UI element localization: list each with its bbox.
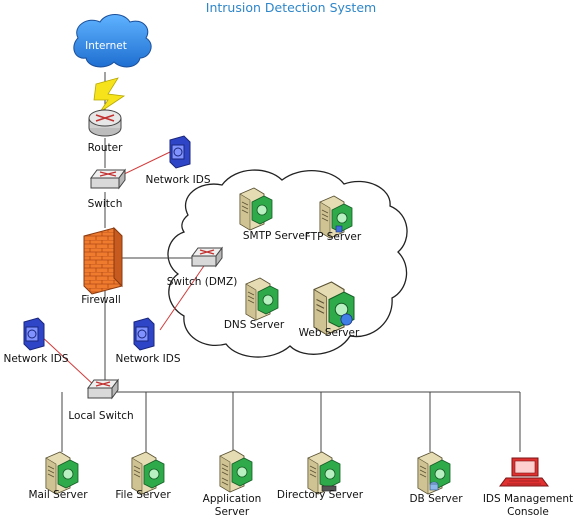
network-ids-dmz-icon bbox=[133, 317, 155, 351]
firewall-icon bbox=[83, 226, 123, 295]
file-server-label: File Server bbox=[115, 489, 171, 501]
directory-server-icon bbox=[307, 451, 341, 495]
router-label: Router bbox=[88, 142, 123, 154]
network-ids-left-label: Network IDS bbox=[3, 353, 68, 365]
dmz-switch-icon bbox=[191, 246, 223, 268]
lightning-icon bbox=[93, 77, 126, 113]
dns-server-label: DNS Server bbox=[224, 319, 285, 331]
file-server-icon bbox=[131, 451, 165, 495]
internet-cloud: Internet bbox=[73, 14, 152, 68]
db-server-label: DB Server bbox=[409, 493, 463, 505]
web-server-icon bbox=[313, 281, 355, 336]
network-ids-icon bbox=[169, 135, 191, 169]
network-ids-left-icon bbox=[23, 317, 45, 351]
network-ids-dmz-label: Network IDS bbox=[115, 353, 180, 365]
diagram-title: Intrusion Detection System bbox=[206, 0, 376, 15]
application-server-label-line2: Server bbox=[215, 506, 250, 518]
firewall-label: Firewall bbox=[81, 294, 121, 306]
dns-server-icon bbox=[245, 277, 279, 321]
internet-label: Internet bbox=[85, 40, 127, 52]
switch-label: Switch bbox=[88, 198, 123, 210]
ftp-server-icon bbox=[319, 195, 353, 239]
wires bbox=[39, 72, 521, 452]
application-server-label-line1: Application bbox=[203, 493, 262, 505]
ids-console-icon bbox=[499, 457, 549, 487]
local-switch-icon bbox=[87, 378, 119, 400]
network-ids-top-label: Network IDS bbox=[145, 174, 210, 186]
mail-server-icon bbox=[45, 451, 79, 495]
application-server-icon bbox=[219, 449, 253, 493]
ftp-server-label: FTP Server bbox=[305, 231, 362, 243]
db-server-icon bbox=[417, 451, 451, 495]
smtp-server-icon bbox=[239, 187, 273, 231]
smtp-server-label: SMTP Server bbox=[243, 230, 310, 242]
web-server-label: Web Server bbox=[299, 327, 360, 339]
server-icons bbox=[45, 187, 451, 495]
router-icon bbox=[88, 109, 122, 137]
directory-server-label: Directory Server bbox=[277, 489, 364, 501]
switch-icon bbox=[90, 168, 126, 190]
ids-console-label-line1: IDS Management bbox=[483, 493, 573, 505]
local-switch-label: Local Switch bbox=[68, 410, 133, 422]
switch-dmz-label: Switch (DMZ) bbox=[167, 276, 238, 288]
ids-console-label-line2: Console bbox=[507, 506, 549, 518]
mail-server-label: Mail Server bbox=[28, 489, 88, 501]
